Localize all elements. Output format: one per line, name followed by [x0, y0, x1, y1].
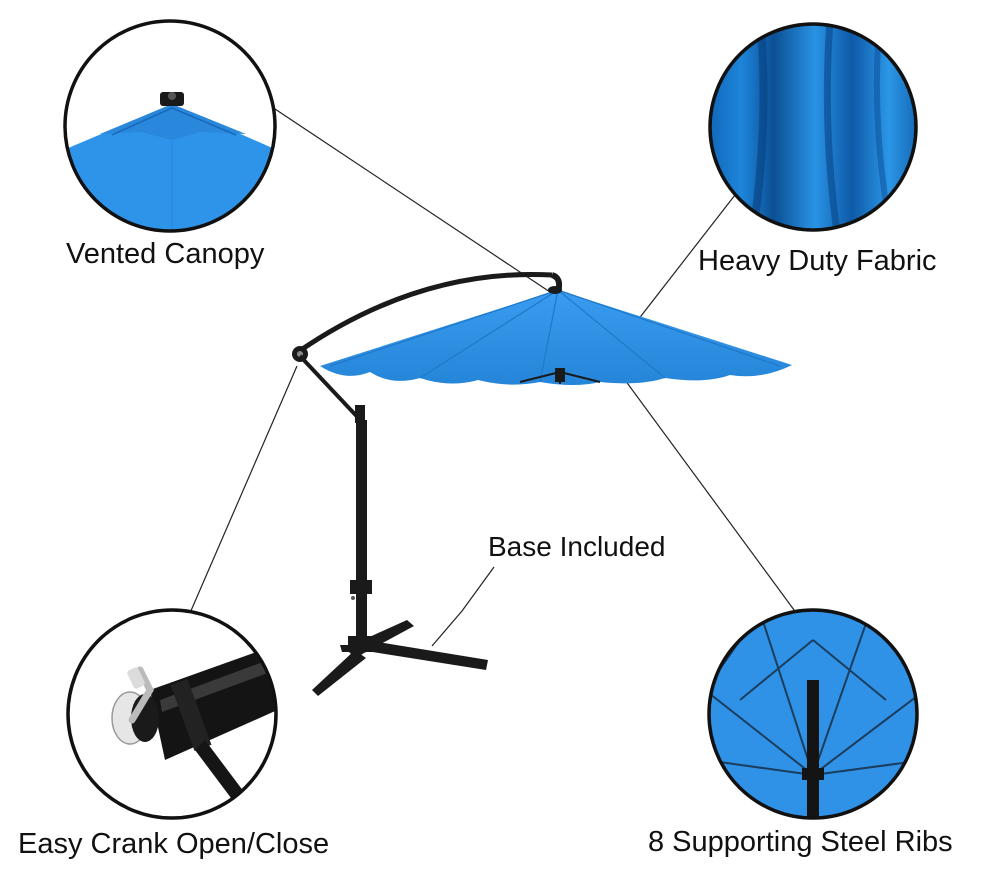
- crank-detail: [66, 608, 278, 820]
- heavy-duty-fabric-detail: [708, 22, 918, 232]
- steel-ribs-label: 8 Supporting Steel Ribs: [648, 828, 953, 857]
- vented-canopy-detail: [63, 19, 277, 233]
- umbrella-pole: [356, 420, 367, 640]
- leader-fabric: [633, 194, 736, 326]
- leader-vented: [271, 106, 557, 297]
- heavy-duty-fabric-label: Heavy Duty Fabric: [698, 245, 937, 277]
- boom-arm: [296, 271, 553, 355]
- vented-canopy-label: Vented Canopy: [66, 238, 265, 270]
- main-umbrella: [292, 271, 792, 696]
- base-included-label: Base Included: [488, 531, 666, 562]
- leader-lines: [189, 106, 798, 647]
- easy-crank-label: Easy Crank Open/Close: [18, 828, 330, 860]
- leader-base: [431, 566, 495, 647]
- leader-ribs: [624, 379, 798, 615]
- canopy: [320, 290, 792, 385]
- leader-crank: [189, 365, 298, 614]
- cross-base: [312, 620, 488, 696]
- steel-ribs-detail: [707, 608, 919, 820]
